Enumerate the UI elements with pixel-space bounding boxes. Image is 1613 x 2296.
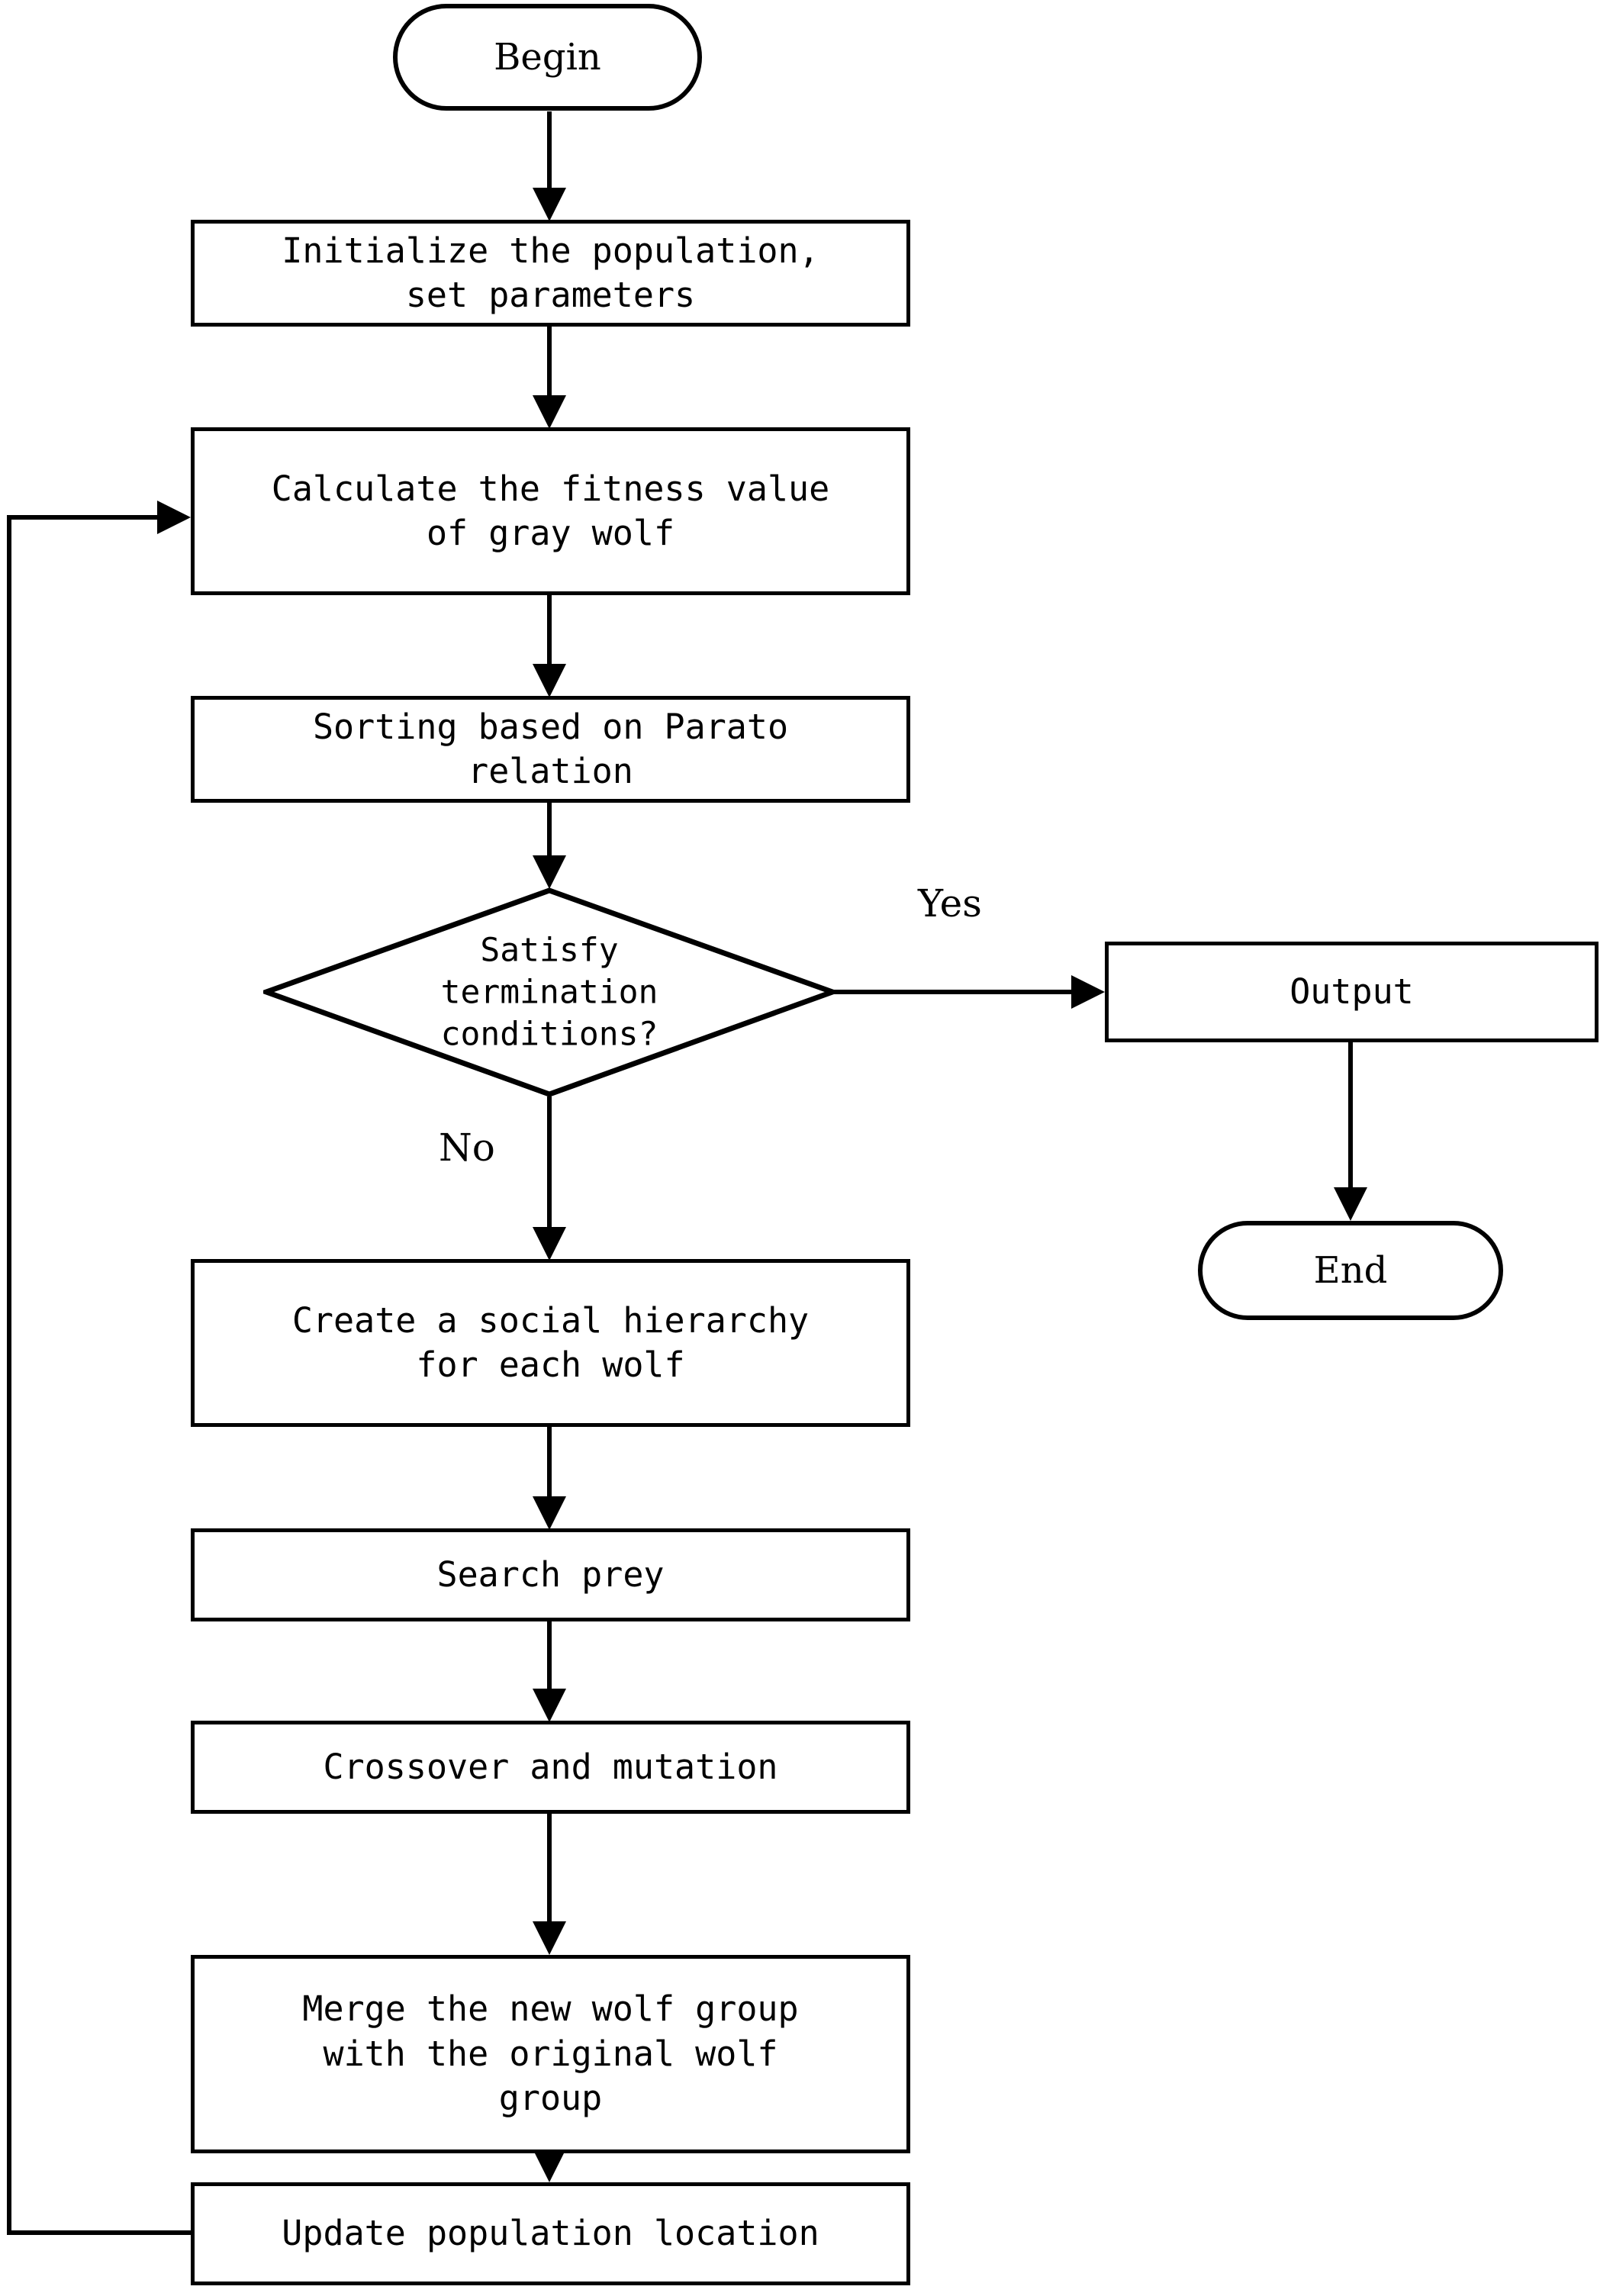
edge-label-yes: Yes	[918, 881, 982, 926]
node-crossover-mutation-label: Crossover and mutation	[323, 1746, 778, 1787]
arrowhead-end	[1334, 1187, 1367, 1221]
node-update-population-location-label: Update population location	[282, 2213, 819, 2254]
node-search-prey[interactable]: Search prey	[191, 1528, 910, 1621]
node-output[interactable]: Output	[1105, 942, 1599, 1042]
node-output-label: Output	[1289, 971, 1414, 1012]
arrowhead-initialize	[533, 188, 566, 221]
arrowhead-search	[533, 1496, 566, 1530]
node-crossover-mutation[interactable]: Crossover and mutation	[191, 1721, 910, 1814]
node-initialize-population[interactable]: Initialize the population,set parameters	[191, 220, 910, 327]
arrowhead-output	[1071, 975, 1105, 1009]
arrowhead-sorting	[533, 664, 566, 697]
arrowhead-calculate	[533, 395, 566, 429]
edge-label-no: No	[439, 1125, 495, 1170]
edge-update-calculate-feedback	[7, 515, 191, 2235]
arrowhead-feedback	[157, 501, 191, 534]
node-begin-label: Begin	[494, 35, 601, 79]
arrowhead-merge	[533, 1921, 566, 1955]
arrowhead-crossover	[533, 1689, 566, 1722]
node-search-prey-label: Search prey	[436, 1554, 665, 1595]
arrowhead-hierarchy	[533, 1227, 566, 1261]
node-begin[interactable]: Begin	[393, 4, 702, 111]
node-update-population-location[interactable]: Update population location	[191, 2182, 910, 2285]
decision-diamond-shape	[263, 887, 835, 1097]
node-initialize-population-label: Initialize the population,set parameters	[282, 230, 819, 316]
arrowhead-update	[533, 2149, 566, 2182]
arrowhead-decision	[533, 855, 566, 889]
node-end[interactable]: End	[1198, 1221, 1503, 1320]
node-end-label: End	[1313, 1248, 1388, 1292]
